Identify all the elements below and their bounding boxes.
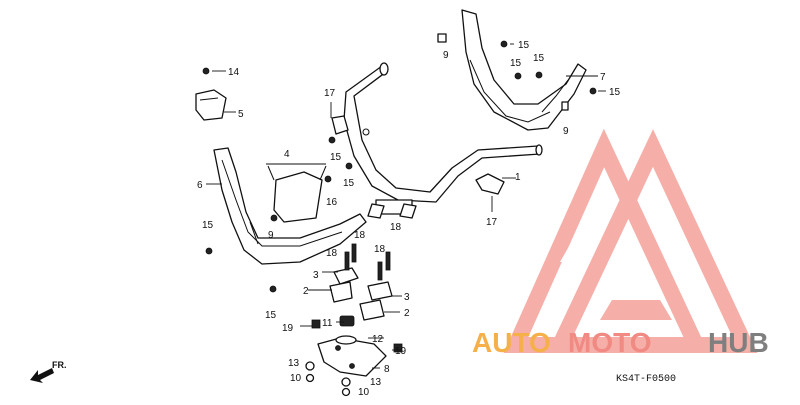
- callout-18c: 18: [326, 248, 338, 259]
- callout-18b: 18: [390, 222, 402, 233]
- callout-5: 5: [238, 109, 244, 120]
- callout-17b: 17: [486, 217, 498, 228]
- clamp-lower: [475, 173, 505, 195]
- screws: [202, 33, 597, 293]
- front-marker-label: FR.: [52, 360, 67, 370]
- callout-10a: 10: [290, 373, 302, 384]
- callout-14: 14: [228, 67, 240, 78]
- handle-base-plate: [317, 335, 387, 377]
- watermark-logo: [503, 128, 758, 353]
- holder-right: [359, 281, 393, 321]
- switch-housing: [195, 89, 227, 121]
- callout-18d: 18: [374, 244, 386, 255]
- leader-lines: [206, 43, 606, 369]
- clamp-upper: [331, 115, 349, 135]
- nuts-washers: [305, 361, 351, 397]
- watermark-moto: MOTO: [568, 327, 651, 358]
- callout-19b: 19: [395, 346, 407, 357]
- callout-9c: 9: [268, 230, 274, 241]
- callout-15h: 15: [265, 310, 277, 321]
- callout-9b: 9: [563, 126, 569, 137]
- callout-13a: 13: [288, 358, 300, 369]
- callout-9a: 9: [443, 50, 449, 61]
- callout-2a: 2: [303, 286, 309, 297]
- holder-left: [329, 267, 359, 303]
- drawing-code: KS4T-F0500: [616, 374, 676, 385]
- callout-17a: 17: [324, 88, 336, 99]
- callout-15b: 15: [533, 53, 545, 64]
- callout-15d: 15: [609, 87, 621, 98]
- meter-panel: [267, 165, 327, 223]
- callout-labels: 1 2 2 3 3 4 5 6 7 8 9 9 9 10 10 11 12 13…: [197, 40, 621, 398]
- callout-12: 12: [372, 334, 384, 345]
- callout-15e: 15: [330, 152, 342, 163]
- callout-13b: 13: [370, 377, 382, 388]
- callout-19a: 19: [282, 323, 294, 334]
- callout-1: 1: [515, 172, 521, 183]
- callout-10b: 10: [358, 387, 370, 398]
- callout-3b: 3: [404, 292, 410, 303]
- watermark-text: AUTO MOTO HUB: [472, 327, 769, 358]
- callout-15c: 15: [510, 58, 522, 69]
- callout-7: 7: [600, 72, 606, 83]
- callout-16: 16: [326, 197, 338, 208]
- watermark-hub: HUB: [708, 327, 769, 358]
- callout-15f: 15: [343, 178, 355, 189]
- watermark-auto: AUTO: [472, 327, 551, 358]
- callout-4: 4: [284, 149, 290, 160]
- bolts: [311, 243, 403, 353]
- callout-15g: 15: [202, 220, 214, 231]
- front-arrow: FR.: [30, 360, 67, 383]
- front-handle-cover: [213, 147, 367, 265]
- callout-6: 6: [197, 180, 203, 191]
- rear-handle-cover: [461, 9, 587, 131]
- handlebar-pipe: [343, 62, 543, 219]
- callout-8: 8: [384, 364, 390, 375]
- callout-15a: 15: [518, 40, 530, 51]
- callout-11: 11: [322, 318, 333, 329]
- callout-3a: 3: [313, 270, 319, 281]
- callout-18a: 18: [354, 230, 366, 241]
- callout-2b: 2: [404, 308, 410, 319]
